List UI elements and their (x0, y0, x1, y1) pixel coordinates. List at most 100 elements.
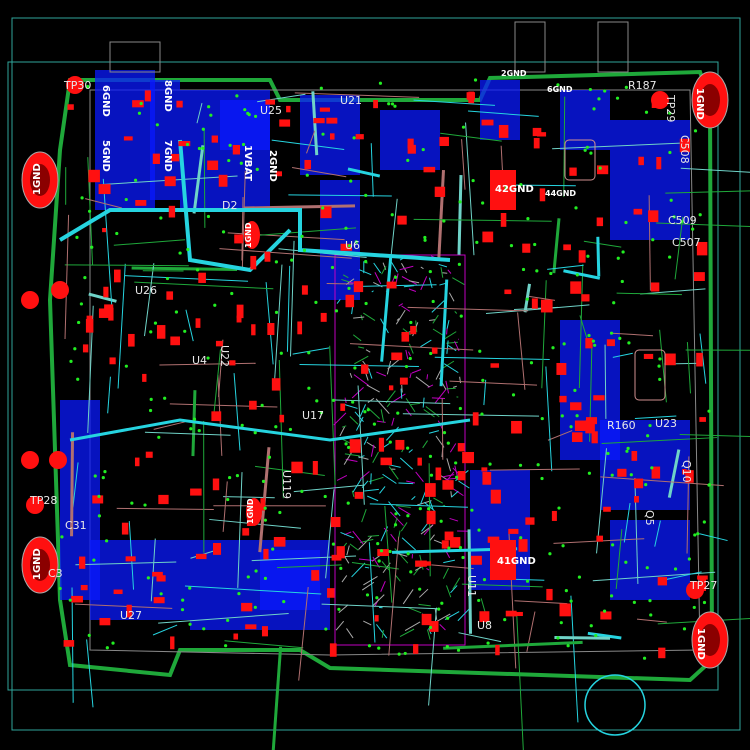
smd-pad (518, 539, 528, 552)
trace (358, 456, 369, 460)
via (471, 178, 475, 183)
smd-pad (682, 469, 687, 475)
smd-pad (229, 360, 236, 366)
smd-pad (462, 451, 475, 464)
trace (184, 585, 322, 595)
smd-pad (275, 171, 282, 177)
via (344, 226, 348, 230)
via (611, 543, 615, 547)
trace (341, 425, 347, 428)
smd-pad (634, 496, 639, 503)
smd-pad (114, 269, 121, 283)
via (352, 136, 356, 140)
trace (393, 517, 398, 528)
smd-pad (539, 188, 546, 202)
via (393, 523, 398, 527)
trace (369, 503, 468, 508)
via (525, 579, 530, 583)
trace (685, 349, 750, 351)
via (346, 445, 351, 450)
via (271, 547, 275, 551)
smd-pad (109, 357, 116, 365)
via (673, 567, 678, 571)
via (503, 618, 507, 622)
trace (405, 398, 416, 413)
smd-pad (103, 286, 109, 298)
component-label: C507 (672, 236, 701, 249)
trace (442, 504, 446, 507)
mounting-pad-hole (30, 164, 50, 196)
via (442, 219, 446, 223)
trace (407, 306, 529, 312)
smd-pad (658, 647, 666, 659)
via (206, 214, 211, 219)
trace (420, 339, 432, 348)
via (68, 598, 72, 602)
via (274, 425, 278, 429)
via (365, 593, 370, 597)
via (394, 512, 398, 516)
component-label: U119 (280, 470, 293, 500)
via (188, 622, 192, 626)
smd-pad (245, 624, 257, 630)
trace (153, 421, 185, 430)
smd-pad (504, 289, 512, 295)
via (658, 377, 662, 381)
trace (448, 292, 455, 302)
via (243, 108, 247, 112)
smd-pad (168, 205, 176, 218)
trace (288, 194, 392, 197)
via (58, 586, 62, 591)
trace (376, 371, 387, 377)
smd-pad (679, 138, 691, 153)
trace (445, 380, 450, 394)
via (378, 81, 383, 85)
via (589, 151, 593, 155)
trace (387, 358, 400, 370)
trace (418, 603, 431, 607)
via (429, 351, 433, 356)
smd-pad (482, 471, 492, 485)
smd-pad (304, 159, 312, 170)
smd-pad (429, 621, 439, 632)
smd-pad (559, 603, 571, 617)
trace (399, 628, 415, 638)
via (540, 416, 544, 421)
trace (386, 360, 392, 375)
via (364, 193, 368, 198)
smd-pad (374, 615, 379, 622)
via (587, 333, 591, 338)
via (488, 462, 492, 466)
via (279, 351, 283, 355)
smd-pad (373, 99, 378, 109)
via (226, 497, 230, 502)
smd-pad (487, 536, 500, 543)
smd-pad (532, 127, 542, 137)
via (393, 104, 397, 108)
smd-pad (380, 457, 392, 466)
via (305, 173, 309, 177)
via (331, 398, 336, 402)
trace (656, 222, 750, 227)
via (254, 569, 258, 573)
via (344, 442, 348, 446)
smd-pad (79, 556, 86, 569)
via (334, 309, 339, 313)
trace (411, 496, 416, 501)
trace (350, 343, 474, 351)
via (440, 601, 444, 605)
via (680, 220, 684, 224)
via (274, 310, 279, 314)
smd-pad (603, 506, 611, 512)
via (319, 86, 323, 90)
trace (640, 288, 706, 295)
smd-pad (132, 100, 144, 108)
via (446, 441, 450, 445)
via (566, 644, 570, 648)
component-label: U8 (477, 619, 493, 632)
connector-outline (514, 21, 546, 73)
trace (616, 292, 682, 296)
via (321, 132, 325, 136)
via (574, 206, 578, 210)
